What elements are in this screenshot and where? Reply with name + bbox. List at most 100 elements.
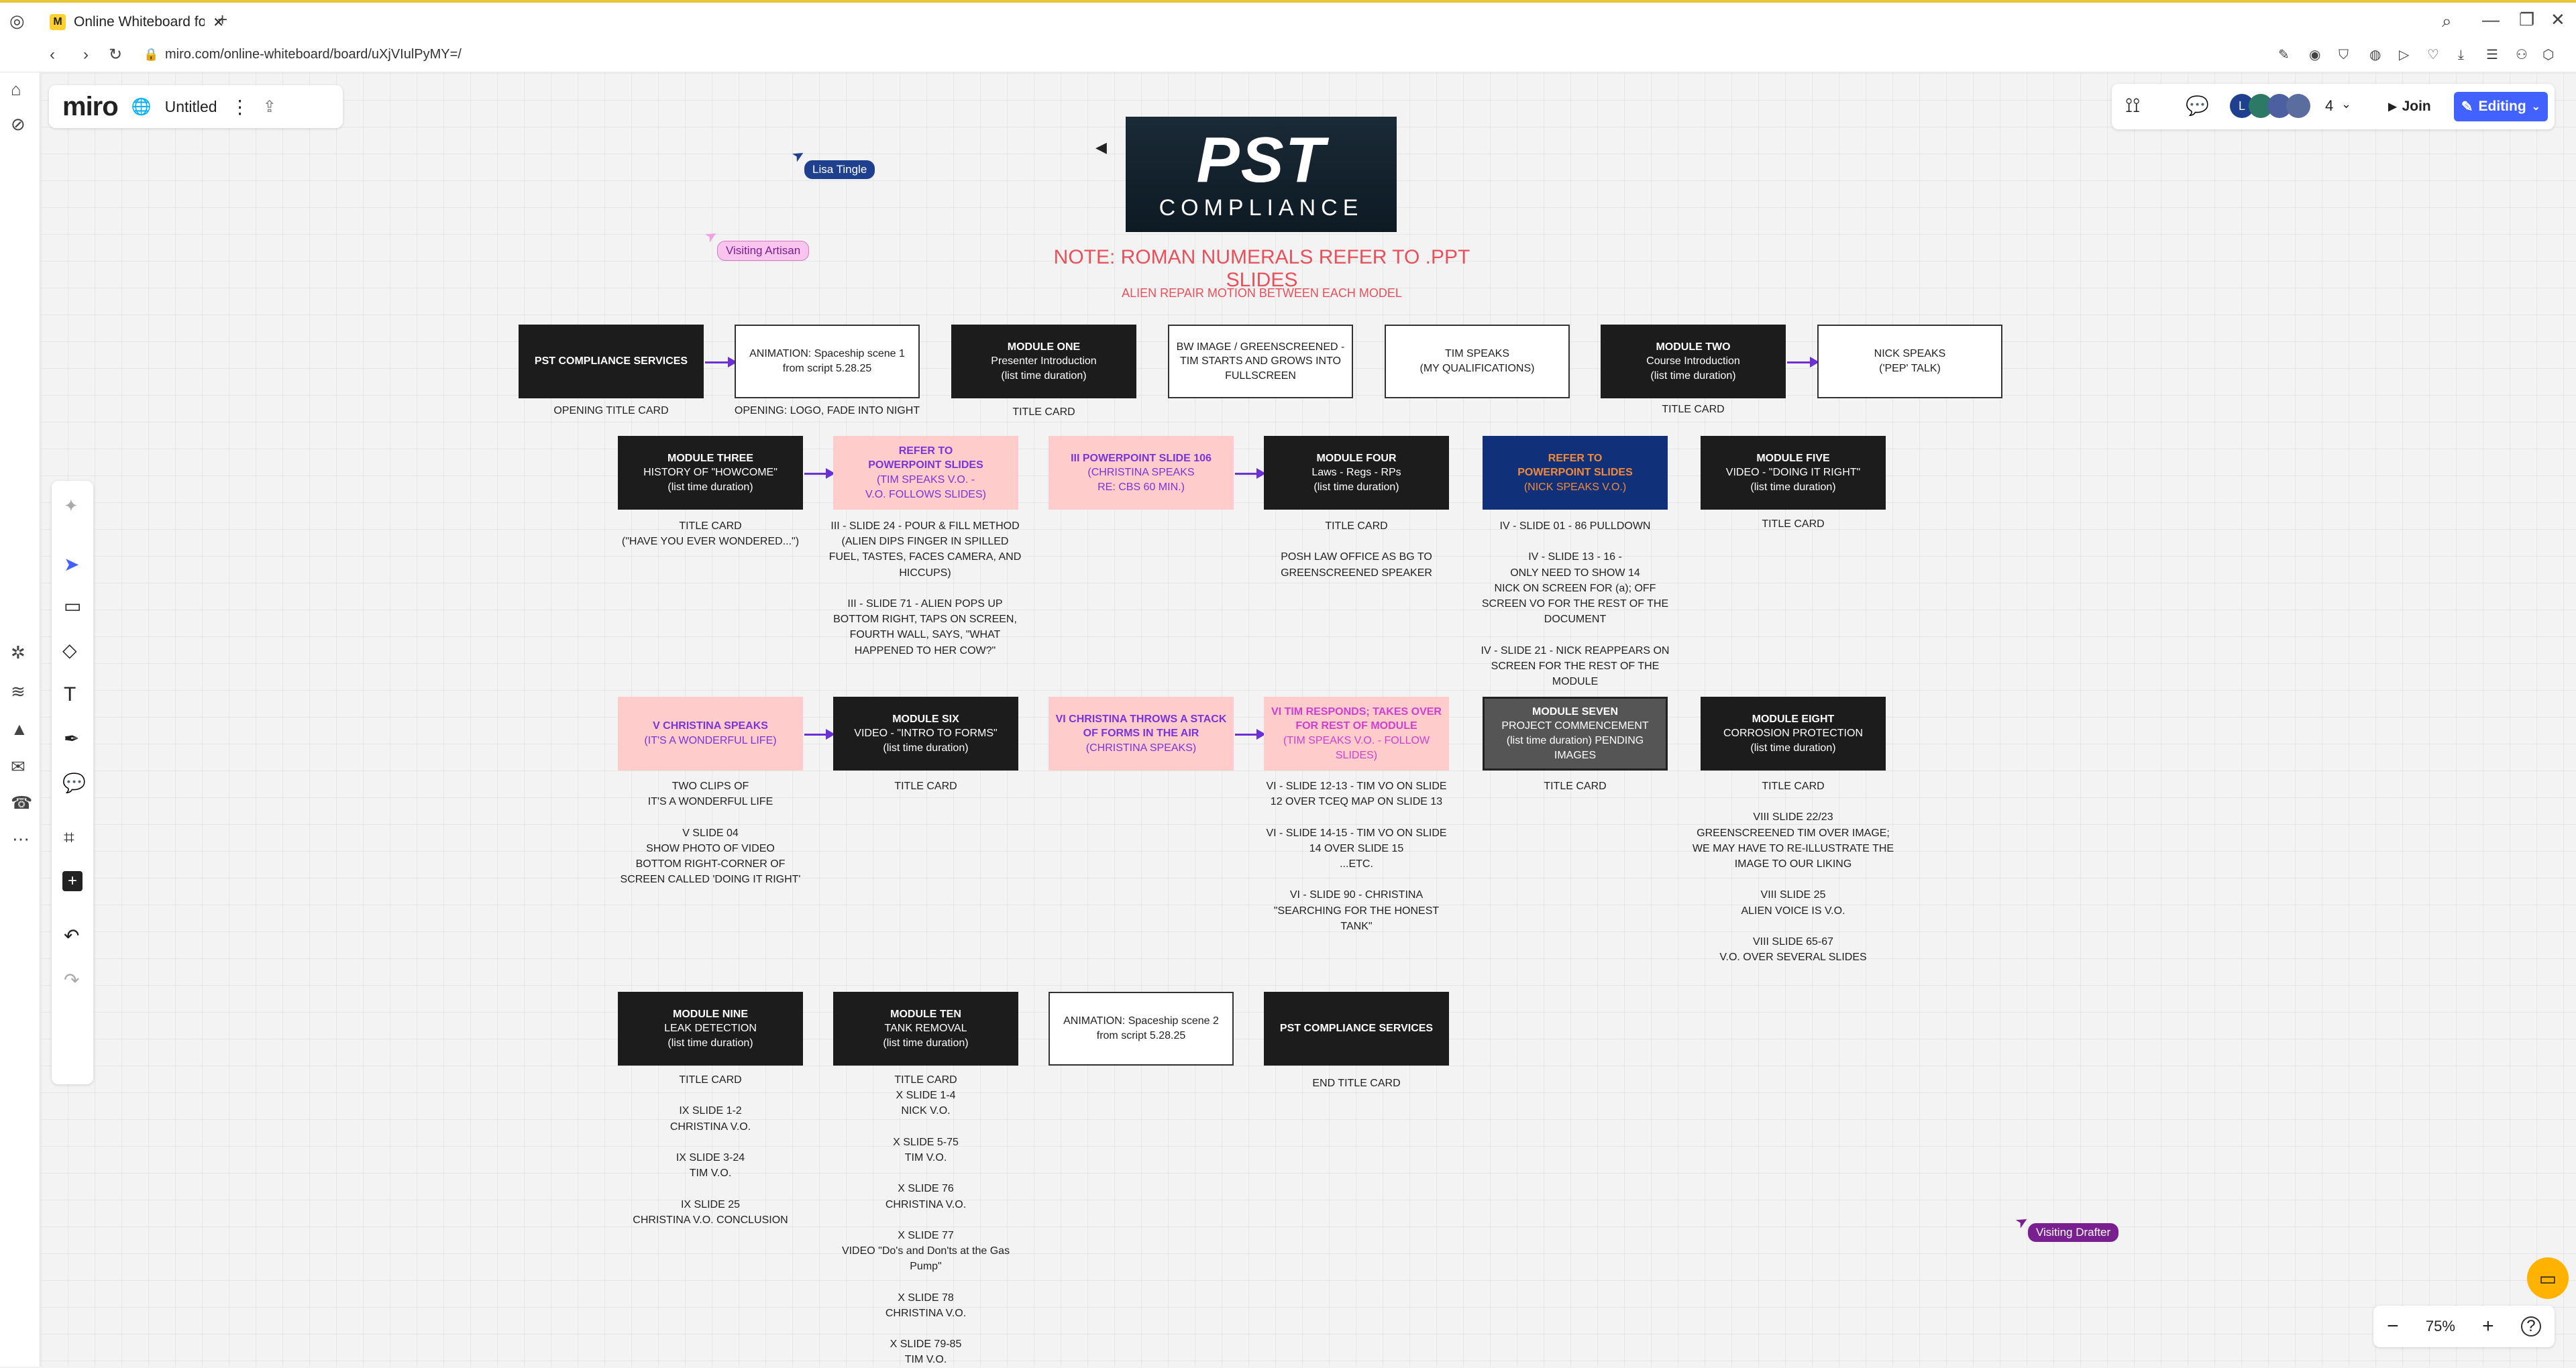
play-icon: ▶	[2388, 101, 2397, 113]
more-icon[interactable]: ⋯	[12, 829, 30, 849]
card-pst-opening[interactable]: PST COMPLIANCE SERVICES	[519, 325, 704, 398]
download-icon[interactable]: ⤓	[2458, 48, 2464, 62]
minimize-icon[interactable]: —	[2482, 9, 2500, 30]
join-label: Join	[2402, 99, 2431, 114]
card-christina-speaks[interactable]: V CHRISTINA SPEAKS(IT'S A WONDERFUL LIFE…	[618, 697, 803, 771]
export-icon[interactable]: ⇪	[262, 97, 276, 116]
board-menu-icon[interactable]: ⋮	[230, 96, 250, 117]
card-refer-ppt-2[interactable]: REFER TO POWERPOINT SLIDES(NICK SPEAKS V…	[1483, 436, 1668, 510]
user-count[interactable]: 4	[2325, 97, 2334, 114]
editing-label: Editing	[2478, 99, 2526, 114]
frame-tool-icon[interactable]: ⌗	[64, 827, 74, 848]
window-close-icon[interactable]: ✕	[2551, 9, 2565, 30]
globe-icon: 🌐	[131, 97, 152, 116]
arrow-4	[1235, 468, 1266, 479]
messenger-icon[interactable]: ✉	[11, 756, 25, 777]
tools-toolbar: ✦ ➤ ▭ ◇ T ✒ 💬 ⌗ + ↶ ↷	[52, 481, 93, 1084]
zoom-level[interactable]: 75%	[2425, 1318, 2455, 1334]
shapes-icon[interactable]: ◇	[62, 640, 77, 661]
card-refer-ppt-1[interactable]: REFER TO POWERPOINT SLIDES(TIM SPEAKS V.…	[833, 436, 1018, 510]
card-bw-image[interactable]: BW IMAGE / GREENSCREENED - TIM STARTS AN…	[1168, 325, 1353, 398]
card-animation-1[interactable]: ANIMATION: Spaceship scene 1 from script…	[735, 325, 920, 398]
card-animation-2[interactable]: ANIMATION: Spaceship scene 2 from script…	[1049, 992, 1234, 1066]
note-sub: ALIEN REPAIR MOTION BETWEEN EACH MODEL	[1122, 286, 1402, 300]
cursor-label-drafter: Visiting Drafter	[2028, 1223, 2119, 1242]
note-viii-slides: TITLE CARD VIII SLIDE 22/23 GREENSCREENE…	[1692, 781, 1894, 964]
arrow-1	[705, 357, 737, 367]
tab-close-icon[interactable]: ✕	[213, 15, 224, 30]
text-tool-icon[interactable]: T	[64, 683, 76, 705]
redo-icon[interactable]: ↷	[64, 970, 80, 990]
card-tim-speaks[interactable]: TIM SPEAKS (MY QUALIFICATIONS)	[1385, 325, 1570, 398]
whatsapp-icon[interactable]: ☎	[11, 793, 33, 813]
note-module-nine: TITLE CARD IX SLIDE 1-2 CHRISTINA V.O. I…	[633, 1074, 788, 1226]
zoom-in-icon[interactable]: +	[2482, 1315, 2494, 1337]
join-button[interactable]: ▶ Join	[2376, 93, 2443, 120]
shield-icon[interactable]: ⛉	[2339, 48, 2349, 62]
hide-icon[interactable]: ◍	[2369, 48, 2381, 62]
menu-lines-icon[interactable]: ☰	[2486, 48, 2498, 62]
note-wonderful-life: TWO CLIPS OF IT'S A WONDERFUL LIFE V SLI…	[620, 781, 801, 886]
card-christina-throws[interactable]: VI CHRISTINA THROWS A STACK OF FORMS IN …	[1049, 697, 1234, 771]
card-nick-speaks[interactable]: NICK SPEAKS ('PEP' TALK)	[1817, 325, 2002, 398]
forward-icon[interactable]: ›	[83, 46, 89, 64]
select-tool-icon[interactable]: ➤	[64, 554, 80, 575]
card-ppt-slide-106[interactable]: III POWERPOINT SLIDE 106(CHRISTINA SPEAK…	[1049, 436, 1234, 510]
avatar[interactable]	[2286, 94, 2310, 118]
chevron-down-icon[interactable]: ⌄	[2341, 97, 2352, 111]
card-pst-end[interactable]: PST COMPLIANCE SERVICES	[1264, 992, 1449, 1066]
undo-icon[interactable]: ↶	[64, 925, 80, 946]
board-header-panel: miro 🌐 Untitled ⋮ ⇪	[49, 85, 343, 128]
whiteboard-canvas[interactable]: miro 🌐 Untitled ⋮ ⇪ ⟟⟟ 💬 L 4 ⌄ ▶ Join ✎ …	[41, 73, 2576, 1367]
heart-icon[interactable]: ♡	[2427, 48, 2439, 62]
explore-icon[interactable]: ⊘	[11, 114, 25, 134]
note-opening-title: OPENING TITLE CARD	[553, 405, 669, 416]
back-icon[interactable]: ‹	[50, 46, 55, 64]
add-more-icon[interactable]: +	[62, 871, 83, 891]
comment-tool-icon[interactable]: 💬	[62, 773, 86, 793]
zoom-out-icon[interactable]: −	[2387, 1315, 2399, 1337]
miro-logo[interactable]: miro	[62, 91, 119, 121]
search-tabs-icon[interactable]: ⌕	[2442, 11, 2452, 31]
avatar-stack[interactable]: L	[2230, 94, 2310, 118]
pen-tool-icon[interactable]: ✒	[64, 728, 80, 749]
miro-favicon-icon: M	[50, 14, 66, 30]
board-name[interactable]: Untitled	[164, 97, 217, 115]
ai-sparkle-icon[interactable]: ✦	[64, 496, 78, 516]
extensions-icon[interactable]: ⬡	[2542, 48, 2555, 62]
note-module-ten: TITLE CARD X SLIDE 1-4 NICK V.O. X SLIDE…	[841, 1074, 1010, 1366]
profile-icon[interactable]: ⚇	[2516, 48, 2528, 62]
share-page-icon[interactable]: ✎	[2278, 48, 2290, 62]
home-icon[interactable]: ⌂	[11, 79, 21, 99]
sidebar-app-2-icon[interactable]: ≋	[11, 681, 25, 701]
comments-icon[interactable]: 💬	[2186, 95, 2209, 116]
browser-tab[interactable]: M Online Whiteboard for R... ✕	[43, 7, 231, 38]
restore-icon[interactable]: ❐	[2519, 9, 2535, 30]
chat-button[interactable]: ▭	[2527, 1257, 2569, 1299]
sticky-note-icon[interactable]: ▭	[64, 595, 82, 616]
sidebar-app-3-icon[interactable]: ▲	[11, 719, 28, 739]
pst-logo-image[interactable]: PST COMPLIANCE	[1126, 117, 1397, 232]
help-icon[interactable]: ?	[2520, 1316, 2541, 1336]
chevron-down-icon: ⌄	[2531, 101, 2541, 113]
camera-icon[interactable]: ◉	[2309, 48, 2321, 62]
editing-button[interactable]: ✎ Editing ⌄	[2454, 92, 2548, 121]
collapse-arrow-icon[interactable]: ◀	[1095, 139, 1107, 156]
reactions-icon[interactable]: ⟟⟟	[2125, 95, 2141, 117]
reload-icon[interactable]: ↻	[109, 46, 123, 64]
card-tim-responds[interactable]: VI TIM RESPONDS; TAKES OVER FOR REST OF …	[1264, 697, 1449, 771]
url-text[interactable]: miro.com/online-whiteboard/board/uXjVIul…	[165, 47, 462, 62]
sidebar-app-1-icon[interactable]: ✲	[11, 642, 25, 663]
play-icon[interactable]: ▷	[2399, 48, 2410, 62]
new-tab-icon[interactable]: +	[217, 9, 228, 30]
